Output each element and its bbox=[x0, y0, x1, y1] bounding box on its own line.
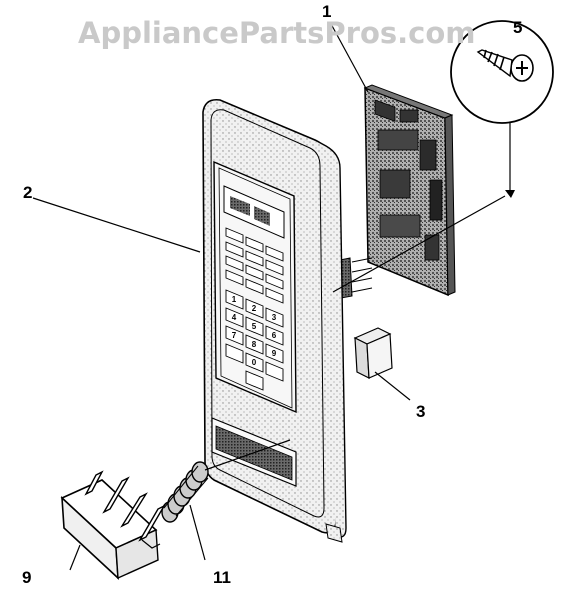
callout-11: 11 bbox=[213, 568, 231, 587]
key-label-2: 2 bbox=[252, 304, 257, 313]
key-1 bbox=[225, 289, 244, 310]
key-label-8: 8 bbox=[252, 340, 257, 349]
spring-part bbox=[161, 461, 209, 523]
key-7 bbox=[225, 325, 244, 346]
key-label-7: 7 bbox=[232, 331, 237, 340]
key-label-1: 1 bbox=[232, 295, 237, 304]
leader-lines bbox=[32, 21, 506, 571]
key-4 bbox=[225, 307, 244, 328]
number-keypad bbox=[225, 289, 284, 391]
key-label-0: 0 bbox=[252, 358, 257, 367]
key-6 bbox=[265, 325, 284, 346]
door-release-button-part bbox=[60, 470, 166, 580]
screw-detail bbox=[450, 20, 554, 198]
circuit-board-part bbox=[329, 84, 456, 301]
key-0 bbox=[245, 352, 264, 373]
key-label-4: 4 bbox=[232, 313, 237, 322]
key-8 bbox=[245, 334, 264, 355]
key-3 bbox=[265, 307, 284, 328]
watermark-text: AppliancePartsPros.com bbox=[78, 16, 476, 50]
key-2 bbox=[245, 298, 264, 319]
callout-5: 5 bbox=[513, 18, 523, 37]
callout-1: 1 bbox=[322, 2, 332, 21]
connector-cover-part bbox=[353, 327, 393, 380]
key-label-6: 6 bbox=[272, 331, 277, 340]
control-panel-part: 1 2 3 4 5 6 7 8 9 0 bbox=[202, 98, 347, 543]
callout-2: 2 bbox=[23, 183, 33, 202]
key-5 bbox=[245, 316, 264, 337]
callout-3: 3 bbox=[416, 402, 426, 421]
callout-9: 9 bbox=[22, 568, 32, 587]
key-label-9: 9 bbox=[272, 349, 277, 358]
key-label-5: 5 bbox=[252, 322, 257, 331]
function-keys bbox=[225, 227, 284, 304]
key-label-3: 3 bbox=[272, 313, 277, 322]
key-9 bbox=[265, 343, 284, 364]
